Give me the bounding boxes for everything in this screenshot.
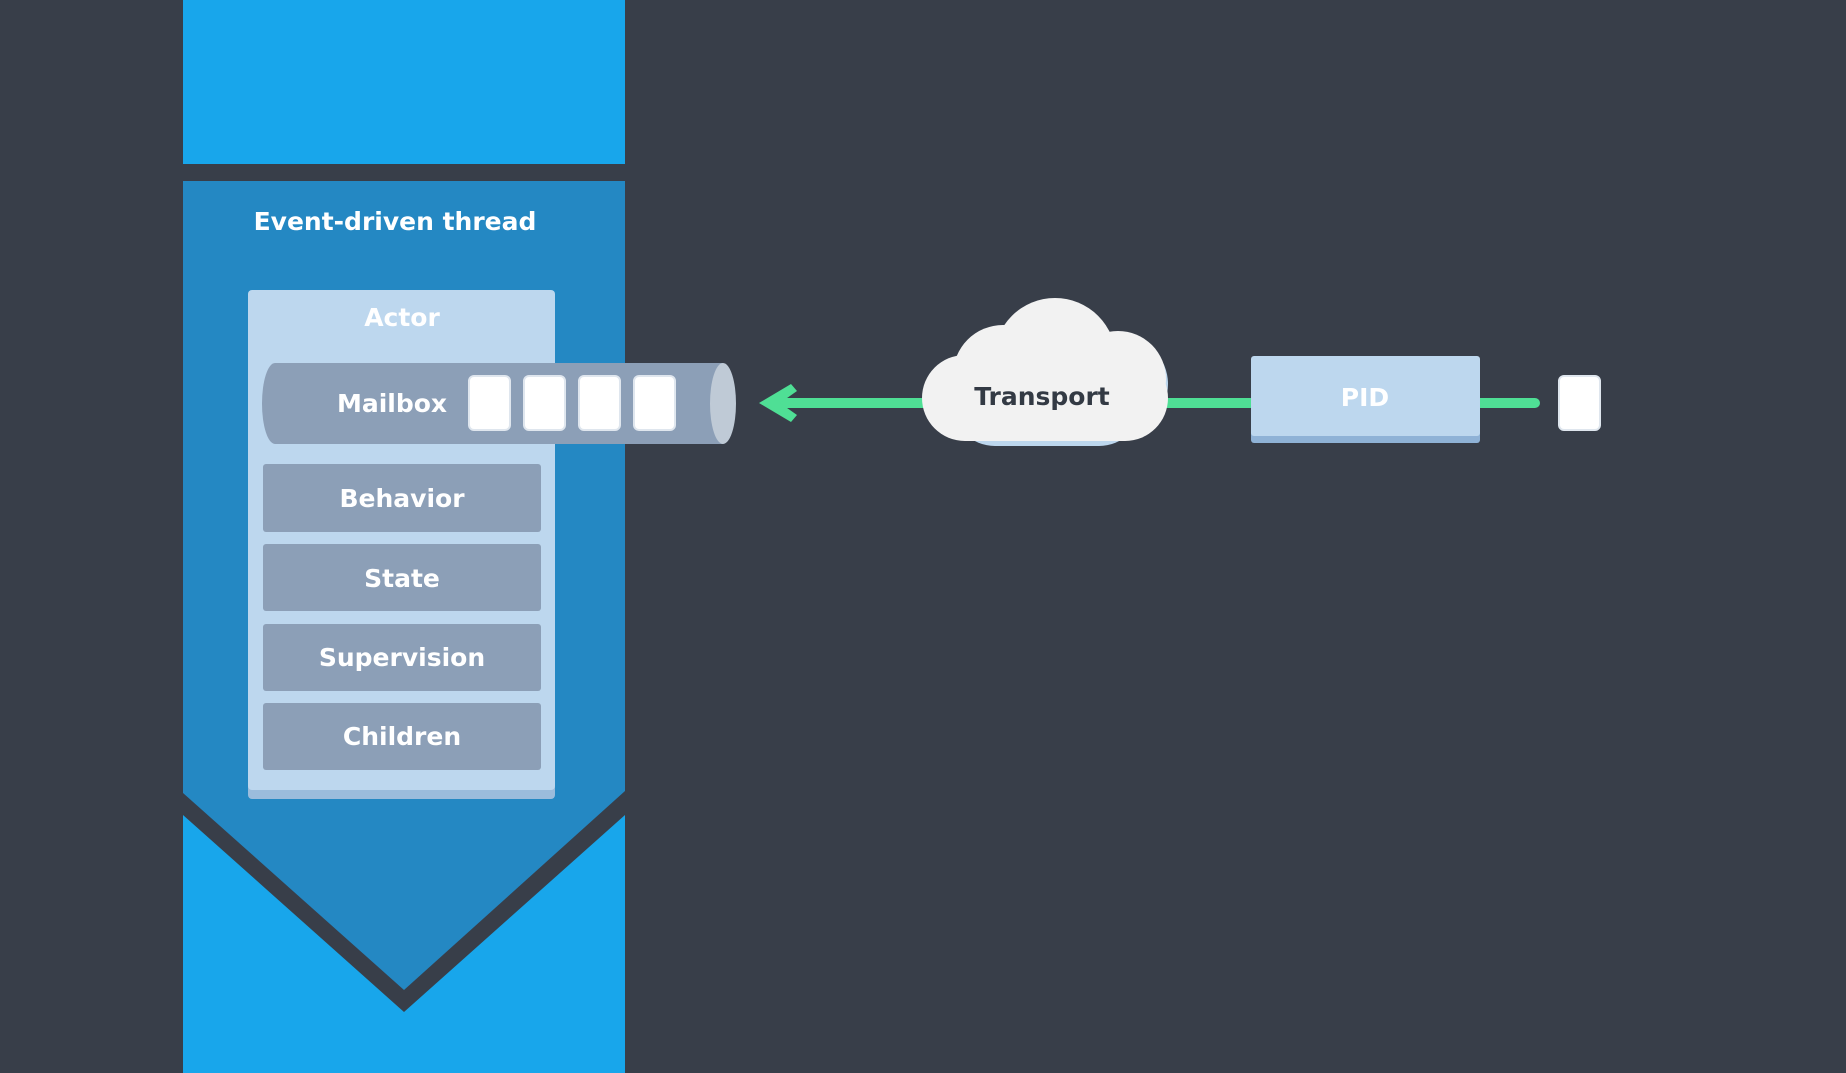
actor-sections: Behavior State Supervision Children xyxy=(263,464,541,770)
actor-title: Actor xyxy=(364,303,440,332)
arrow-head-left xyxy=(759,384,797,422)
pid-box-body xyxy=(1251,356,1480,436)
mailbox-label: Mailbox xyxy=(337,389,447,418)
message-slot xyxy=(633,375,676,431)
behavior-label: Behavior xyxy=(339,484,465,513)
behavior-section xyxy=(263,464,541,532)
message-slot xyxy=(578,375,621,431)
state-section xyxy=(263,544,541,611)
mailbox-messages xyxy=(468,375,676,431)
arrow-line-pid-to-transport xyxy=(1160,398,1260,408)
transport-cloud: Transport xyxy=(922,298,1168,446)
supervision-section xyxy=(263,624,541,691)
thread-arrow-tail xyxy=(183,815,625,1073)
pid-label: PID xyxy=(1341,383,1389,412)
arrow-line-sender-to-pid xyxy=(1470,398,1540,408)
cloud-icon xyxy=(922,298,1168,441)
children-section xyxy=(263,703,541,770)
state-label: State xyxy=(364,564,440,593)
supervision-label: Supervision xyxy=(319,643,485,672)
thread-title: Event-driven thread xyxy=(254,207,537,236)
children-label: Children xyxy=(343,722,461,751)
mailbox: Mailbox xyxy=(262,363,736,444)
message-slot xyxy=(468,375,511,431)
transport-label: Transport xyxy=(974,382,1110,411)
pid-box: PID xyxy=(1251,356,1480,443)
message-slot xyxy=(523,375,566,431)
message-flow xyxy=(759,384,1540,422)
thread-top-band xyxy=(183,0,625,164)
incoming-message xyxy=(1558,375,1601,431)
mailbox-cylinder-end xyxy=(710,363,736,444)
arrow-line-to-mailbox xyxy=(780,398,930,408)
